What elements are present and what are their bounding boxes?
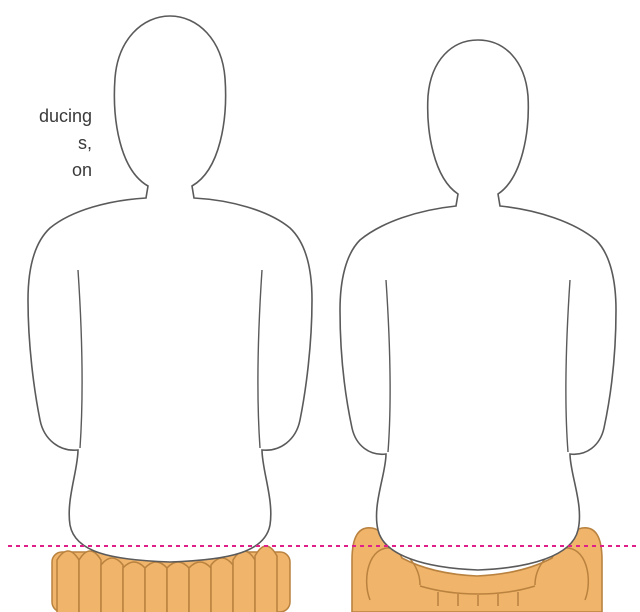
figure-left [28, 16, 312, 612]
body-outline-right [340, 40, 616, 570]
body-outline-left [28, 16, 312, 562]
figure-right [340, 40, 616, 612]
